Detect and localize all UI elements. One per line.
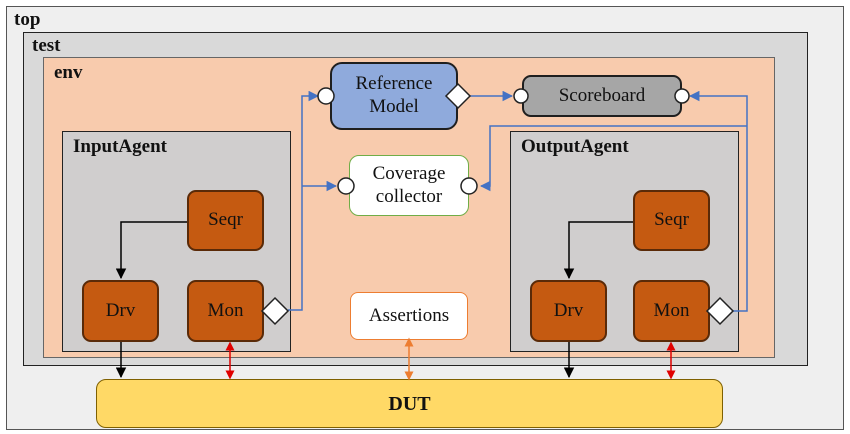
input-mon-node[interactable]: Mon (187, 280, 264, 342)
input-seqr-node[interactable]: Seqr (187, 190, 264, 251)
dut-label: DUT (388, 392, 431, 415)
input-drv-node[interactable]: Drv (82, 280, 159, 342)
assertions-node[interactable]: Assertions (350, 292, 468, 340)
output-agent-label: OutputAgent (521, 136, 629, 157)
coverage-line1: Coverage (372, 162, 446, 184)
coverage-collector-node[interactable]: Coverage collector (349, 155, 469, 216)
reference-model-node[interactable]: Reference Model (330, 62, 458, 130)
output-seqr-node[interactable]: Seqr (633, 190, 710, 251)
output-mon-node[interactable]: Mon (633, 280, 710, 342)
output-drv-node[interactable]: Drv (530, 280, 607, 342)
scoreboard-label: Scoreboard (558, 84, 646, 106)
reference-model-line1: Reference (355, 73, 433, 95)
test-label: test (32, 35, 61, 56)
env-label: env (54, 62, 83, 83)
scoreboard-node[interactable]: Scoreboard (522, 75, 682, 117)
input-agent-label: InputAgent (73, 136, 167, 157)
top-label: top (14, 9, 41, 30)
reference-model-line2: Model (369, 96, 419, 117)
assertions-label: Assertions (368, 304, 450, 326)
dut-node[interactable]: DUT (96, 379, 723, 428)
coverage-line2: collector (375, 185, 443, 207)
